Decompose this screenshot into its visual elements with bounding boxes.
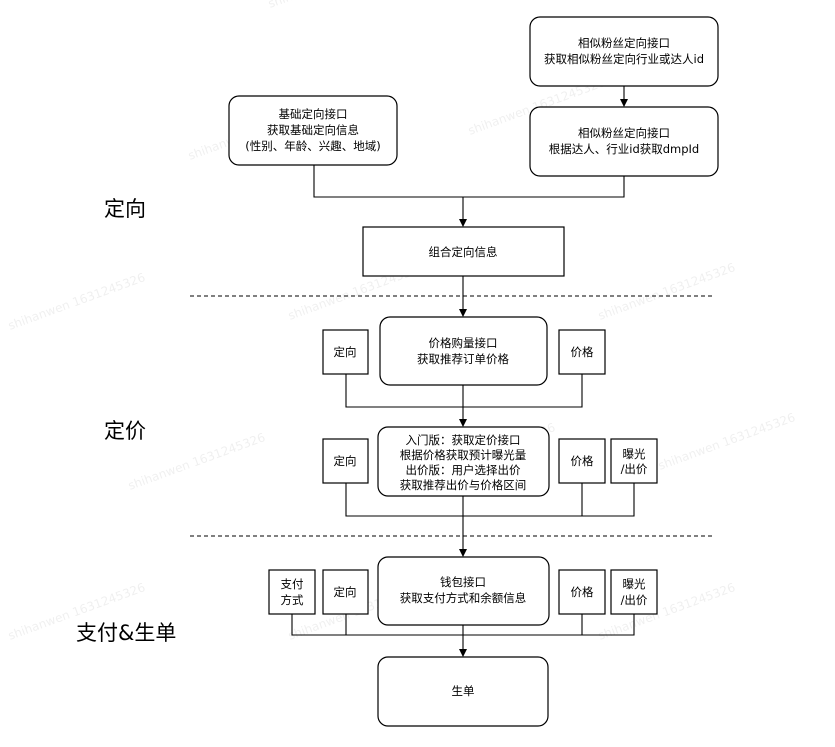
node-label: 组合定向信息 [429, 245, 498, 259]
watermark: shihanwen 1631245326 [596, 260, 737, 323]
node-label: 获取推荐出价与价格区间 [400, 478, 527, 492]
node-label: 价格购量接口 [429, 336, 498, 350]
watermark: shihanwen 1631245326 [126, 430, 267, 493]
node-wallet: 钱包接口 获取支付方式和余额信息 [377, 556, 550, 626]
node-label: 相似粉丝定向接口 [578, 36, 670, 50]
node-label: 支付 [281, 577, 304, 591]
node-label: 价格 [571, 454, 594, 468]
node-basic-targeting: 基础定向接口 获取基础定向信息 (性别、年龄、兴趣、地域) [228, 95, 398, 166]
node-pay-row-price: 价格 [558, 569, 606, 615]
node-pricing-row-exposure: 曝光 /出价 [610, 438, 658, 484]
node-label: /出价 [621, 462, 648, 476]
node-create-order: 生单 [377, 656, 549, 727]
node-pay-row-method: 支付 方式 [268, 569, 316, 615]
node-label: 定向 [334, 454, 357, 468]
node-label: 方式 [281, 593, 304, 607]
node-pricing-row-targeting: 定向 [322, 438, 369, 484]
node-price-volume: 价格购量接口 获取推荐订单价格 [379, 316, 548, 386]
section-label-targeting: 定向 [104, 197, 146, 221]
node-label: 入门版：获取定价接口 [406, 433, 521, 447]
edges [291, 86, 635, 657]
node-price-row-price: 价格 [558, 329, 606, 375]
node-similar-fans-step1: 相似粉丝定向接口 获取相似粉丝定向行业或达人id [529, 16, 719, 87]
node-label: 曝光 [623, 447, 646, 461]
edge-price-row-price [463, 374, 583, 408]
node-label: 定向 [334, 345, 357, 359]
node-pay-row-exposure: 曝光 /出价 [610, 569, 658, 615]
node-label: (性别、年龄、兴趣、地域) [245, 139, 380, 153]
node-label: 根据价格获取预计曝光量 [400, 448, 527, 462]
node-price-row-targeting: 定向 [322, 329, 369, 375]
node-label: 相似粉丝定向接口 [578, 126, 670, 140]
watermark: shihanwen 1631245326 [266, 0, 407, 11]
node-label: 钱包接口 [440, 575, 486, 589]
section-label-pricing: 定价 [104, 419, 146, 443]
node-label: 获取相似粉丝定向行业或达人id [544, 52, 704, 66]
node-label: 出价版：用户选择出价 [406, 463, 521, 477]
node-label: 曝光 [623, 577, 646, 591]
section-label-payment: 支付&生单 [76, 621, 176, 645]
node-label: 价格 [571, 585, 594, 599]
edge-similar2-to-combine [463, 176, 625, 198]
node-label: 价格 [571, 345, 594, 359]
node-label: 获取推荐订单价格 [417, 352, 509, 366]
node-similar-fans-step2: 相似粉丝定向接口 根据达人、行业id获取dmpId [529, 106, 719, 177]
node-label: 根据达人、行业id获取dmpId [549, 142, 700, 156]
node-label: /出价 [621, 593, 648, 607]
edge-pricing-row [345, 483, 635, 517]
watermark: shihanwen 1631245326 [6, 270, 147, 333]
node-pricing-row-price: 价格 [558, 438, 606, 484]
node-label: 获取基础定向信息 [267, 123, 359, 137]
edge-price-row-targeting [345, 374, 463, 408]
node-combine-targeting: 组合定向信息 [362, 226, 565, 277]
watermark: shihanwen 1631245326 [656, 410, 797, 473]
node-label: 获取支付方式和余额信息 [400, 591, 527, 605]
edge-basic-to-combine [313, 165, 463, 198]
node-pricing-main: 入门版：获取定价接口 根据价格获取预计曝光量 出价版：用户选择出价 获取推荐出价… [377, 426, 550, 497]
node-pay-row-targeting: 定向 [322, 569, 369, 615]
node-label: 基础定向接口 [279, 107, 348, 121]
node-label: 定向 [334, 585, 357, 599]
node-label: 生单 [452, 684, 475, 698]
